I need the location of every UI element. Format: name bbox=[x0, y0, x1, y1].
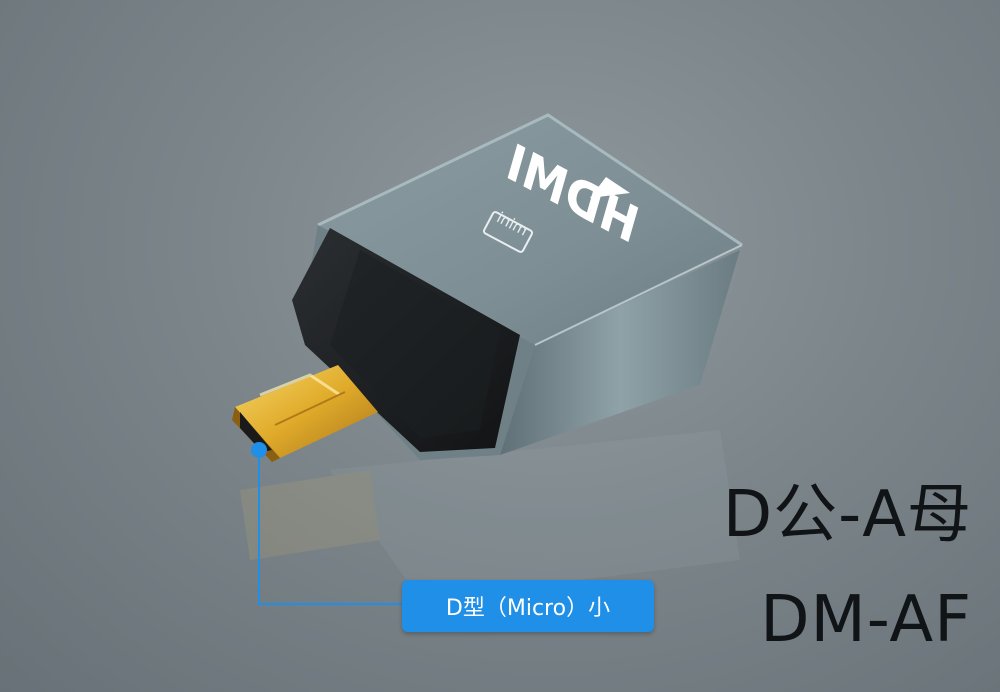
caption-line-1: D公-A母 bbox=[722, 478, 972, 552]
micro-hdmi-connector bbox=[232, 365, 378, 462]
hdmi-arrow-icon bbox=[590, 177, 630, 198]
reflection bbox=[240, 430, 740, 600]
callout-leader bbox=[251, 442, 402, 605]
connector-type-callout: D型（Micro）小 bbox=[402, 580, 654, 632]
caption-line-2: DM-AF bbox=[760, 583, 972, 657]
